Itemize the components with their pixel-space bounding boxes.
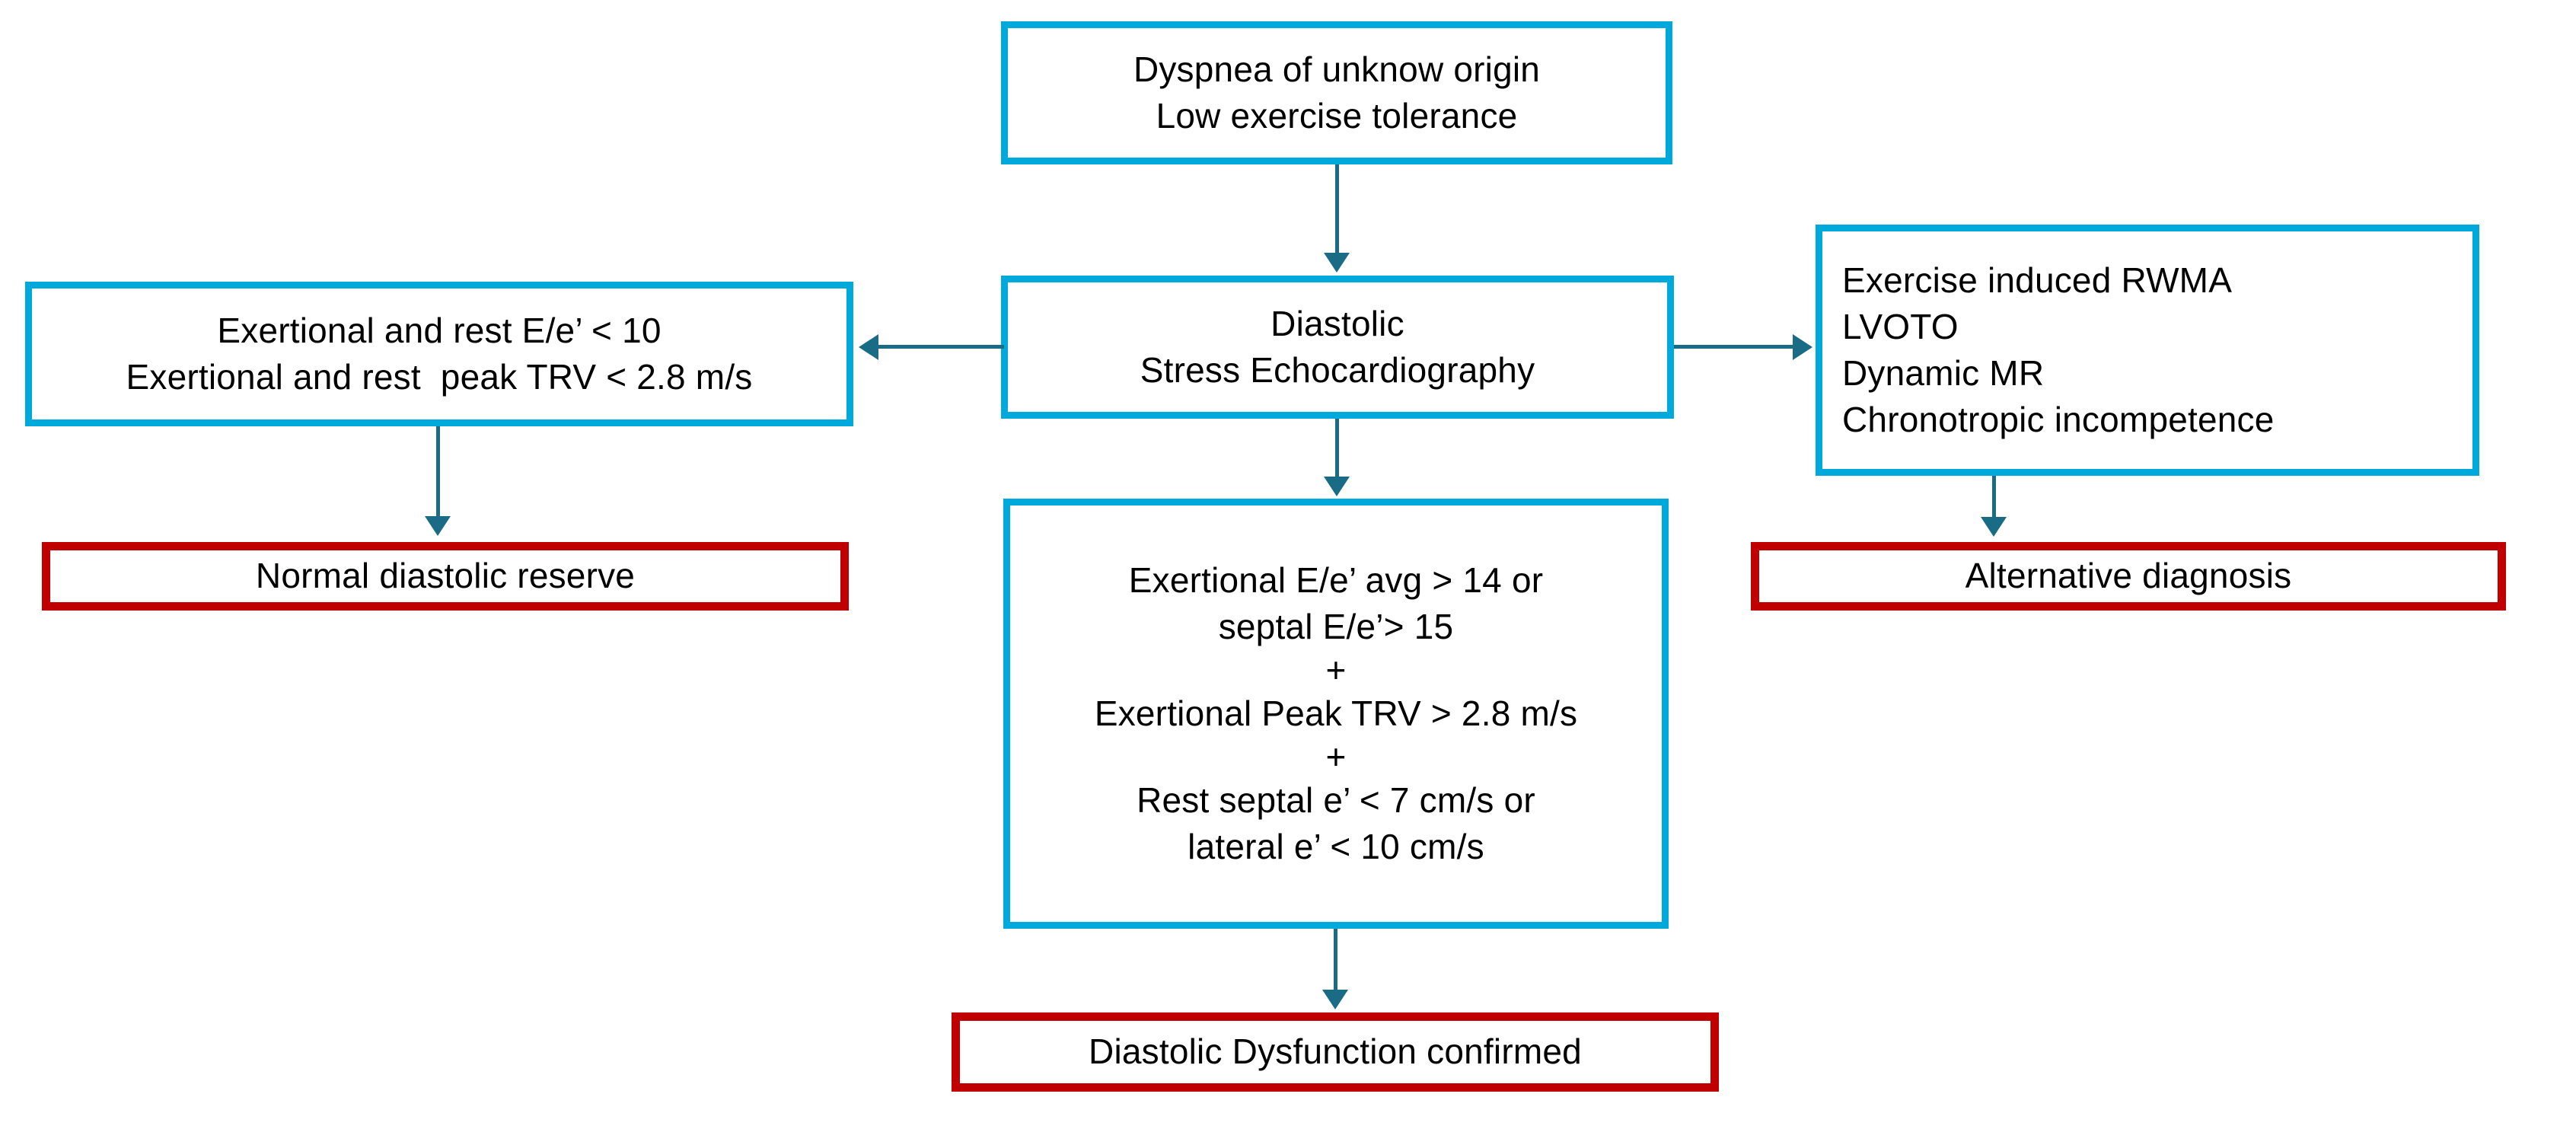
node-positive-criteria-line-3: Exertional Peak TRV > 2.8 m/s xyxy=(1094,693,1578,733)
node-positive-criteria-line-5: lateral e’ < 10 cm/s xyxy=(1188,827,1484,867)
edge-other-findings-to-alternative-arrowhead xyxy=(1981,517,2007,537)
node-confirmed-outcome-label: Diastolic Dysfunction confirmed xyxy=(1089,1032,1582,1072)
node-normal-outcome-label: Normal diastolic reserve xyxy=(255,556,636,596)
edge-negative-to-normal-line xyxy=(436,426,440,519)
node-test-line-1: Diastolic xyxy=(1270,303,1404,343)
edge-presentation-to-test-line xyxy=(1335,164,1339,256)
node-other-findings-line-2: LVOTO xyxy=(1842,306,1959,346)
node-test-line-2: Stress Echocardiography xyxy=(1140,350,1535,390)
node-alternative-outcome[interactable]: Alternative diagnosis xyxy=(1751,542,2506,611)
node-other-findings-line-4: Chronotropic incompetence xyxy=(1842,400,2275,440)
edge-test-to-other-findings-arrowhead xyxy=(1793,334,1812,360)
node-positive-criteria-plus-1: + xyxy=(1325,650,1347,690)
edge-presentation-to-test-arrowhead xyxy=(1324,253,1350,273)
node-other-findings-line-1: Exercise induced RWMA xyxy=(1842,260,2233,300)
node-positive-criteria-line-2: septal E/e’> 15 xyxy=(1218,606,1454,646)
edge-test-to-other-findings-line xyxy=(1674,345,1796,349)
edge-test-to-positive-line xyxy=(1335,419,1339,480)
edge-positive-to-confirmed-arrowhead xyxy=(1322,990,1348,1009)
edge-other-findings-to-alternative-line xyxy=(1992,476,1996,520)
edge-test-to-negative-arrowhead xyxy=(859,334,878,360)
node-presentation-line-2: Low exercise tolerance xyxy=(1156,96,1518,136)
node-presentation[interactable]: Dyspnea of unknow origin Low exercise to… xyxy=(1001,21,1672,164)
edge-negative-to-normal-arrowhead xyxy=(425,516,451,536)
node-confirmed-outcome[interactable]: Diastolic Dysfunction confirmed xyxy=(952,1012,1719,1092)
node-positive-criteria-line-1: Exertional E/e’ avg > 14 or xyxy=(1128,560,1544,600)
node-negative-criteria-line-1: Exertional and rest E/e’ < 10 xyxy=(217,310,662,350)
node-other-findings[interactable]: Exercise induced RWMA LVOTO Dynamic MR C… xyxy=(1816,225,2479,476)
node-presentation-line-1: Dyspnea of unknow origin xyxy=(1133,49,1541,89)
node-negative-criteria-line-2: Exertional and rest peak TRV < 2.8 m/s xyxy=(126,357,753,397)
node-alternative-outcome-label: Alternative diagnosis xyxy=(1965,556,2292,596)
node-positive-criteria-line-4: Rest septal e’ < 7 cm/s or xyxy=(1137,780,1535,820)
node-negative-criteria[interactable]: Exertional and rest E/e’ < 10 Exertional… xyxy=(25,282,853,426)
edge-test-to-negative-line xyxy=(878,345,1004,349)
edge-positive-to-confirmed-line xyxy=(1334,929,1337,993)
node-positive-criteria-plus-2: + xyxy=(1325,737,1347,777)
node-positive-criteria[interactable]: Exertional E/e’ avg > 14 or septal E/e’>… xyxy=(1003,499,1669,929)
node-other-findings-line-3: Dynamic MR xyxy=(1842,353,2045,393)
edge-test-to-positive-arrowhead xyxy=(1324,477,1350,496)
node-normal-outcome[interactable]: Normal diastolic reserve xyxy=(42,542,849,611)
node-test[interactable]: Diastolic Stress Echocardiography xyxy=(1001,276,1674,419)
